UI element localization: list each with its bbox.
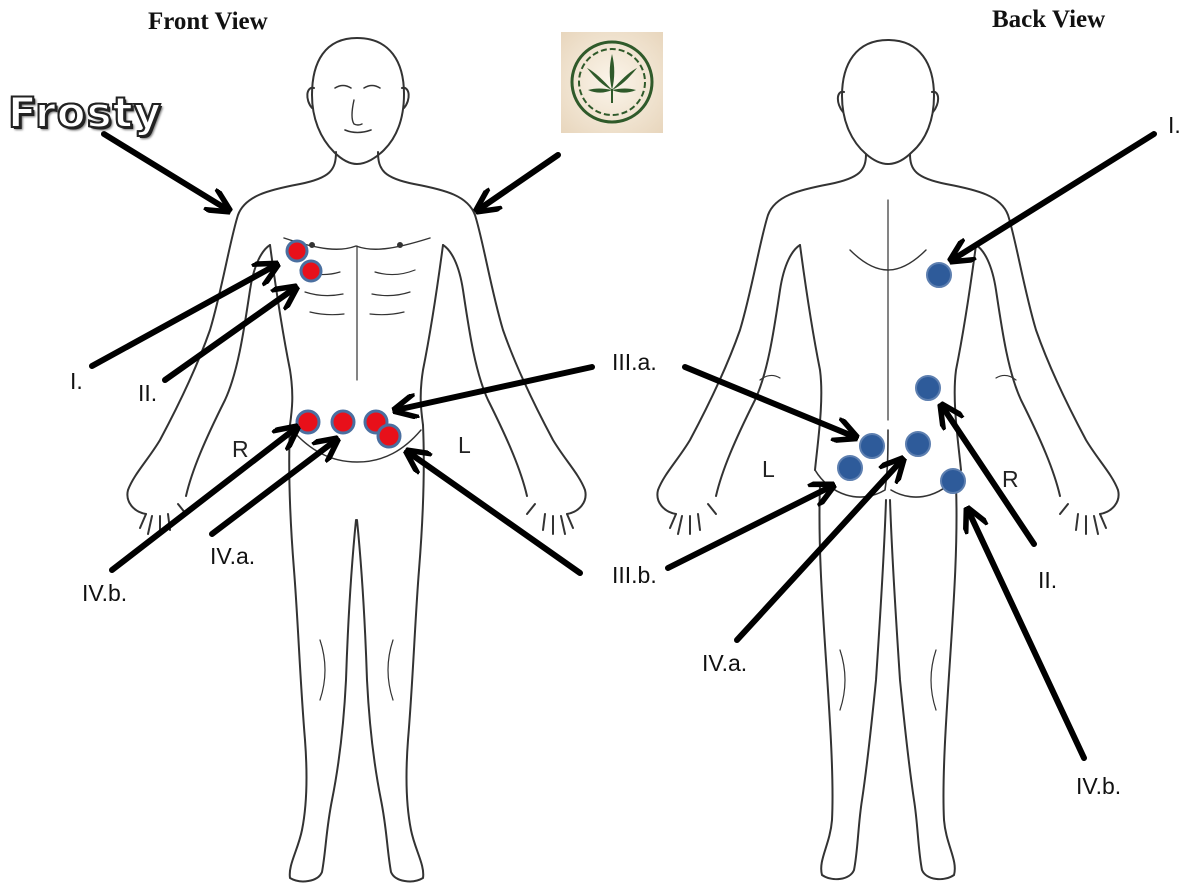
back-label-iv-b: IV.b. bbox=[1076, 773, 1121, 800]
front-marker-groin-1 bbox=[297, 411, 319, 433]
back-marker-buttock-3 bbox=[838, 456, 862, 480]
front-side-left: L bbox=[458, 432, 471, 459]
back-marker-sacrum bbox=[916, 376, 940, 400]
back-marker-buttock-2 bbox=[906, 432, 930, 456]
front-label-iv-a: IV.a. bbox=[210, 543, 255, 570]
arrow-logo bbox=[478, 155, 558, 210]
arrow-front-iii-b bbox=[408, 452, 580, 573]
arrow-front-iv-a bbox=[212, 440, 336, 534]
back-view-title: Back View bbox=[992, 6, 1105, 34]
arrow-back-iv-b bbox=[968, 510, 1084, 758]
arrow-back-i bbox=[952, 134, 1154, 260]
back-marker-upper bbox=[927, 263, 951, 287]
front-marker-chest-2 bbox=[301, 261, 321, 281]
front-marker-groin-2 bbox=[332, 411, 354, 433]
arrow-front-ii bbox=[165, 288, 295, 380]
back-label-ii: II. bbox=[1038, 567, 1057, 594]
back-body-outline bbox=[657, 40, 1118, 879]
back-marker-buttock-4 bbox=[941, 469, 965, 493]
front-marker-groin-4 bbox=[378, 425, 400, 447]
arrow-back-iii-b bbox=[668, 486, 832, 568]
back-label-i: I. bbox=[1168, 112, 1181, 139]
front-marker-chest-1 bbox=[287, 241, 307, 261]
cannabis-leaf-emblem-icon bbox=[561, 32, 663, 133]
arrow-frosty bbox=[104, 134, 228, 210]
front-side-right: R bbox=[232, 436, 249, 463]
arrow-front-iii-a bbox=[396, 367, 592, 410]
arrow-front-iv-b bbox=[112, 428, 296, 570]
arrow-front-i bbox=[92, 265, 276, 366]
back-label-iv-a: IV.a. bbox=[702, 650, 747, 677]
arrows bbox=[92, 134, 1154, 758]
back-side-left: L bbox=[762, 456, 775, 483]
front-label-iv-b: IV.b. bbox=[82, 580, 127, 607]
frosty-brand-text: Frosty bbox=[8, 88, 162, 137]
front-label-i: I. bbox=[70, 368, 83, 395]
front-view-title: Front View bbox=[148, 8, 268, 36]
front-markers bbox=[287, 241, 400, 447]
front-label-iii-a: III.a. bbox=[612, 349, 657, 376]
front-body-outline bbox=[127, 38, 585, 881]
front-label-ii: II. bbox=[138, 380, 157, 407]
back-side-right: R bbox=[1002, 466, 1019, 493]
front-label-iii-b: III.b. bbox=[612, 562, 657, 589]
back-marker-buttock-1 bbox=[860, 434, 884, 458]
